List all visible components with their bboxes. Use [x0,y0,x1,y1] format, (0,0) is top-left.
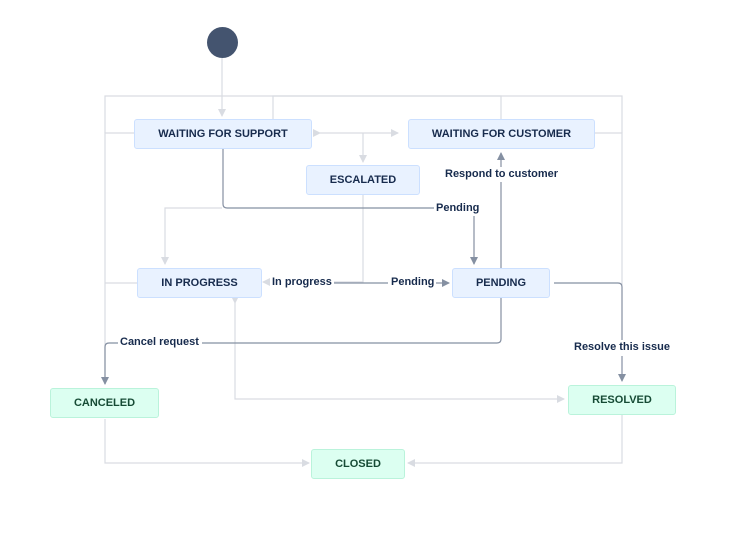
status-resolved[interactable]: RESOLVED [568,385,676,415]
status-waiting-for-customer[interactable]: WAITING FOR CUSTOMER [408,119,595,149]
status-closed[interactable]: CLOSED [311,449,405,479]
status-escalated[interactable]: ESCALATED [306,165,420,195]
transition-cancel-request[interactable]: Cancel request [118,336,201,349]
edge-support-to-in-progress [161,207,222,265]
edge-canceled-to-closed [104,419,310,467]
edge-in-progress-to-resolved [231,296,565,403]
edge-pending-to-canceled [202,298,502,344]
status-waiting-for-support[interactable]: WAITING FOR SUPPORT [134,119,312,149]
start-node[interactable] [207,27,238,58]
edge-cancel-label-to-canceled [101,342,118,385]
status-in-progress[interactable]: IN PROGRESS [137,268,262,298]
status-canceled[interactable]: CANCELED [50,388,159,418]
edge-inner-top-loop [272,95,502,120]
edge-escalated-to-in-progress [334,195,364,283]
transition-pending-from-support[interactable]: Pending [434,202,482,215]
edge-waiting-customer-right-frame [595,132,623,285]
transition-pending-from-progress[interactable]: Pending [389,276,437,289]
edge-resolved-to-closed [407,415,623,467]
edge-waiting-support-to-canceled-frame [104,132,134,384]
status-pending[interactable]: PENDING [452,268,550,298]
edge-waiting-support-to-pending-line [222,149,434,209]
transition-resolve-this-issue[interactable]: Resolve this issue [572,341,672,354]
transition-respond-to-customer[interactable]: Respond to customer [443,168,561,181]
transition-in-progress[interactable]: In progress [270,276,334,289]
edge-pending-to-resolved [554,282,623,340]
